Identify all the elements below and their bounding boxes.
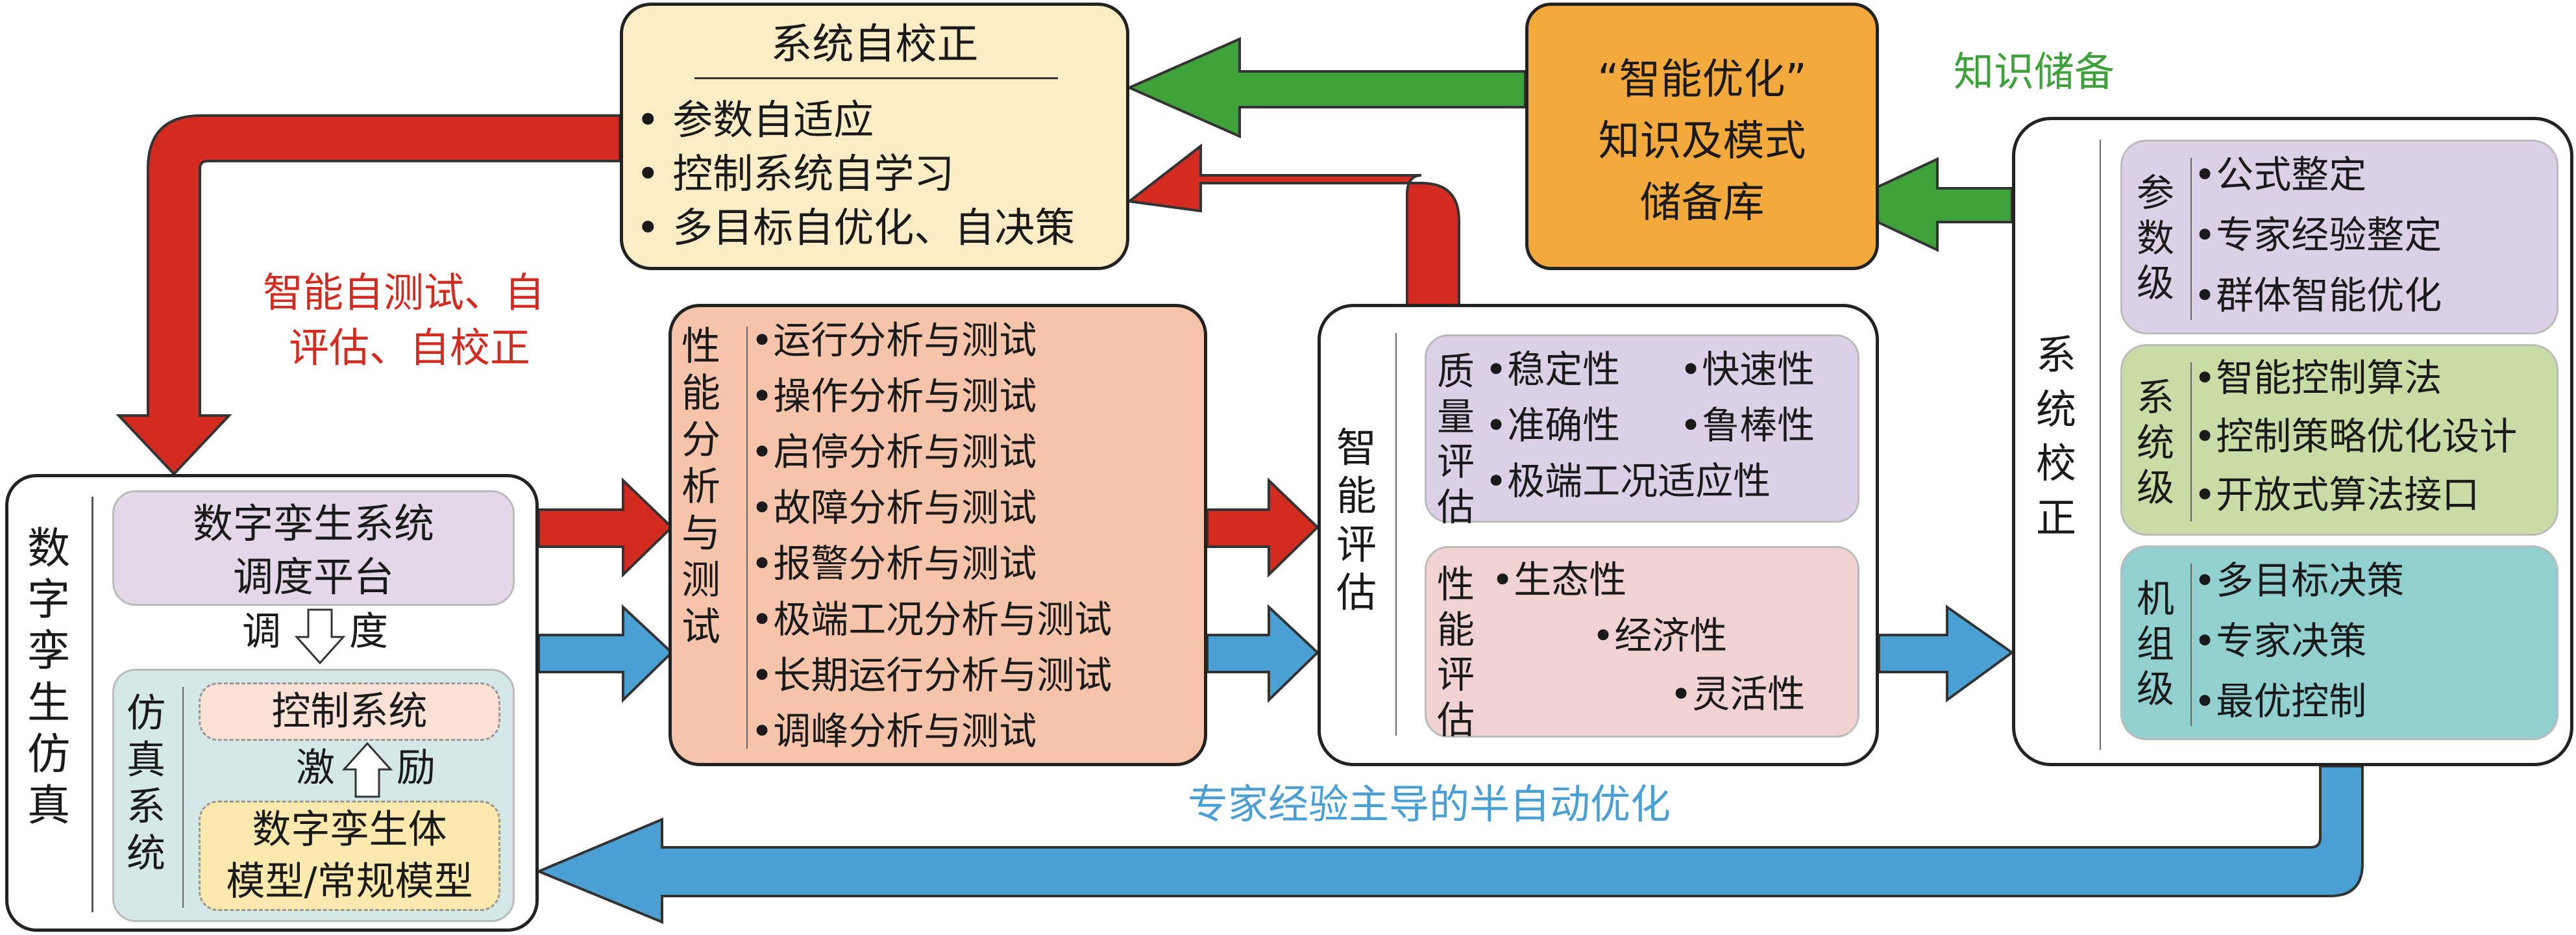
blue-twin-to-perf-arrow: [537, 604, 674, 703]
self-cal-item: • 参数自适应: [636, 96, 874, 143]
knowledge-base-line: “智能优化”: [1597, 56, 1807, 104]
performance-item: •极端工况分析与测试: [751, 597, 1112, 642]
unit-level-item: •多目标决策: [2194, 558, 2405, 603]
quality-item: •稳定性: [1485, 347, 1621, 392]
twin-body-box: 数字孪生体 模型/常规模型: [199, 801, 500, 911]
quality-item: •准确性: [1485, 403, 1621, 447]
unit-level-box: 机组级 •多目标决策 •专家决策 •最优控制: [2120, 545, 2558, 740]
dispatch-platform-box: 数字孪生系统 调度平台: [112, 490, 515, 606]
self-cal-item: • 控制系统自学习: [636, 150, 955, 197]
performance-box: 性能分析与测试 •运行分析与测试 •操作分析与测试 •启停分析与测试 •故障分析…: [669, 304, 1207, 766]
performance-item: •调峰分析与测试: [751, 709, 1037, 753]
knowledge-base-line: 知识及模式: [1598, 118, 1806, 166]
green-syscal-to-kb-arrow: [1837, 156, 2013, 253]
twin-body-line: 模型/常规模型: [226, 859, 473, 904]
down-arrow-icon: [294, 608, 346, 665]
param-level-item: •专家经验整定: [2194, 213, 2442, 257]
system-level-item: •开放式算法接口: [2194, 473, 2480, 517]
performance-item: •运行分析与测试: [751, 318, 1037, 362]
blue-perf-to-eval-arrow: [1206, 604, 1319, 703]
knowledge-reserve-label: 知识储备: [1954, 48, 2115, 95]
knowledge-base-box: “智能优化” 知识及模式 储备库: [1525, 3, 1879, 270]
title-rule: [694, 77, 1058, 79]
divider: [92, 497, 93, 912]
excite-label-right: 励: [397, 745, 435, 791]
knowledge-base-line: 储备库: [1639, 179, 1765, 227]
divider: [182, 687, 184, 908]
red-perf-to-eval-arrow: [1206, 477, 1319, 578]
system-level-item: •控制策略优化设计: [2194, 414, 2518, 458]
param-level-item: •公式整定: [2194, 153, 2367, 197]
self-cal-item: • 多目标自优化、自决策: [636, 204, 1075, 251]
self-calibration-title: 系统自校正: [770, 21, 979, 69]
quality-eval-label: 质量评估: [1436, 349, 1475, 529]
dispatch-label-left: 调: [242, 609, 281, 654]
up-arrow-icon: [341, 742, 393, 798]
system-calibration-box: 系统校正 参数级 •公式整定 •专家经验整定 •群体智能优化 系统级 •智能控制…: [2012, 117, 2573, 766]
dispatch-platform-line: 数字孪生系统: [192, 500, 434, 547]
quality-item: •快速性: [1680, 347, 1815, 392]
unit-level-label: 机组级: [2136, 577, 2174, 712]
perf-eval-item: •生态性: [1491, 558, 1627, 602]
unit-level-item: •专家决策: [2194, 619, 2367, 663]
evaluation-title: 智能评估: [1336, 424, 1377, 617]
red-loop-arrow: [116, 114, 621, 476]
system-calibration-title: 系统校正: [2035, 331, 2076, 542]
performance-eval-label: 性能评估: [1436, 562, 1475, 742]
smart-test-label-2: 评估、自校正: [289, 324, 531, 371]
performance-item: •故障分析与测试: [751, 486, 1037, 530]
performance-item: •操作分析与测试: [751, 374, 1037, 418]
divider: [1395, 333, 1397, 736]
quality-item: •极端工况适应性: [1485, 459, 1771, 503]
system-level-item: •智能控制算法: [2194, 356, 2442, 400]
excite-label-left: 激: [296, 745, 335, 791]
control-system-box: 控制系统: [199, 682, 500, 741]
blue-eval-to-syscal-arrow: [1878, 605, 2015, 703]
performance-title: 性能分析与测试: [681, 324, 720, 650]
red-eval-to-selfcal-arrow: [1125, 143, 1460, 306]
performance-item: •启停分析与测试: [751, 430, 1037, 474]
system-level-box: 系统级 •智能控制算法 •控制策略优化设计 •开放式算法接口: [2120, 344, 2558, 536]
smart-test-label-1: 智能自测试、自: [263, 269, 545, 316]
control-system-label: 控制系统: [271, 689, 428, 734]
sim-system-box: 仿真系统 控制系统 激 励 数字孪生体 模型/常规模型: [112, 669, 515, 922]
green-kb-to-selfcal-arrow: [1126, 36, 1527, 139]
quality-eval-box: 质量评估 •稳定性 •快速性 •准确性 •鲁棒性 •极端工况适应性: [1425, 334, 1859, 529]
param-level-label: 参数级: [2136, 171, 2174, 306]
divider: [2190, 564, 2192, 726]
dispatch-label-right: 度: [349, 609, 388, 654]
divider: [746, 327, 748, 749]
param-level-box: 参数级 •公式整定 •专家经验整定 •群体智能优化: [2120, 140, 2558, 334]
param-level-item: •群体智能优化: [2194, 273, 2442, 318]
digital-twin-box: 数字孪生仿真 数字孪生系统 调度平台 调 度 仿真系统 控制系统 激 励 数字孪…: [5, 474, 539, 932]
performance-eval-box: 性能评估 •生态性 •经济性 •灵活性: [1425, 546, 1859, 742]
sim-system-label: 仿真系统: [127, 691, 166, 877]
expert-optimization-label: 专家经验主导的半自动优化: [1188, 780, 1671, 828]
twin-body-line: 数字孪生体: [252, 807, 447, 853]
perf-eval-item: •灵活性: [1670, 672, 1806, 716]
self-calibration-box: 系统自校正 • 参数自适应 • 控制系统自学习 • 多目标自优化、自决策: [620, 3, 1129, 270]
red-twin-to-perf-arrow: [537, 477, 674, 578]
unit-level-item: •最优控制: [2194, 679, 2367, 723]
performance-item: •报警分析与测试: [751, 542, 1037, 586]
divider: [2100, 140, 2101, 750]
perf-eval-item: •经济性: [1592, 614, 1728, 658]
system-level-label: 系统级: [2136, 375, 2174, 510]
divider: [2190, 158, 2192, 320]
evaluation-box: 智能评估 质量评估 •稳定性 •快速性 •准确性 •鲁棒性 •极端工况适应性 性…: [1318, 304, 1879, 766]
dispatch-platform-line: 调度平台: [232, 553, 394, 601]
performance-item: •长期运行分析与测试: [751, 653, 1112, 697]
divider: [2190, 362, 2192, 521]
digital-twin-title: 数字孪生仿真: [27, 523, 70, 830]
quality-item: •鲁棒性: [1680, 403, 1815, 447]
blue-return-arrow: [535, 765, 2364, 924]
